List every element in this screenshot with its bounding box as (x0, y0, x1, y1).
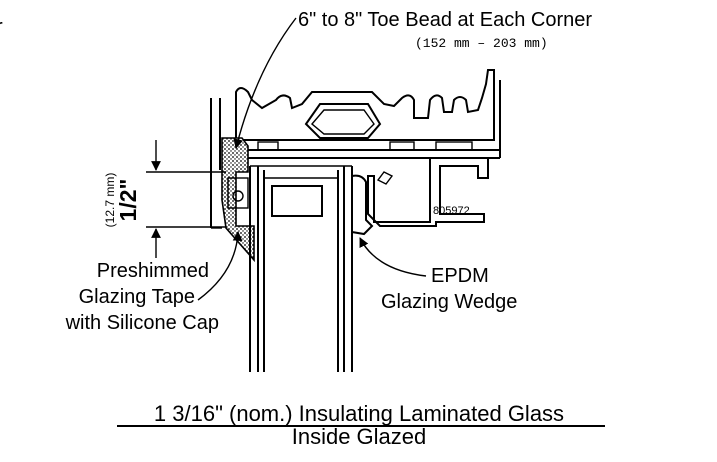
toe-bead-leader (233, 17, 297, 149)
toe-bead-mm-label: (152 mm – 203 mm) (415, 36, 548, 51)
part-number: 805972 (433, 205, 470, 217)
epdm-label-line1: EPDM (431, 265, 489, 287)
epdm-leader (359, 237, 427, 277)
caption-line2: Inside Glazed (292, 424, 427, 449)
glazing-tape-block (221, 137, 255, 263)
caption-line1: 1 3/16" (nom.) Insulating Laminated Glas… (154, 401, 564, 426)
dimension-mm: (12.7 mm) (103, 173, 117, 228)
epdm-label-line2: Glazing Wedge (381, 291, 517, 313)
aluminum-frame-extrusion (235, 69, 501, 159)
frame-mullion (210, 98, 222, 229)
tape-label-line3: with Silicone Cap (65, 312, 219, 334)
toe-bead-label: 6" to 8" Toe Bead at Each Corner (298, 9, 592, 31)
ig-spacer (271, 185, 323, 217)
tape-leader (197, 231, 243, 301)
tape-label-line1: Preshimmed (97, 260, 209, 282)
dimension-value: 1/2" (115, 179, 141, 222)
tape-label-line2: Glazing Tape (79, 286, 195, 308)
edge-text-fragment: r (0, 16, 3, 38)
epdm-wedge-shape (351, 174, 374, 236)
half-inch-dimension: 1/2" (12.7 mm) (103, 140, 226, 258)
insulating-glass-unit (249, 165, 353, 372)
tape-shim-circle (232, 190, 244, 202)
glazing-stop-profile: 805972 (367, 157, 489, 227)
